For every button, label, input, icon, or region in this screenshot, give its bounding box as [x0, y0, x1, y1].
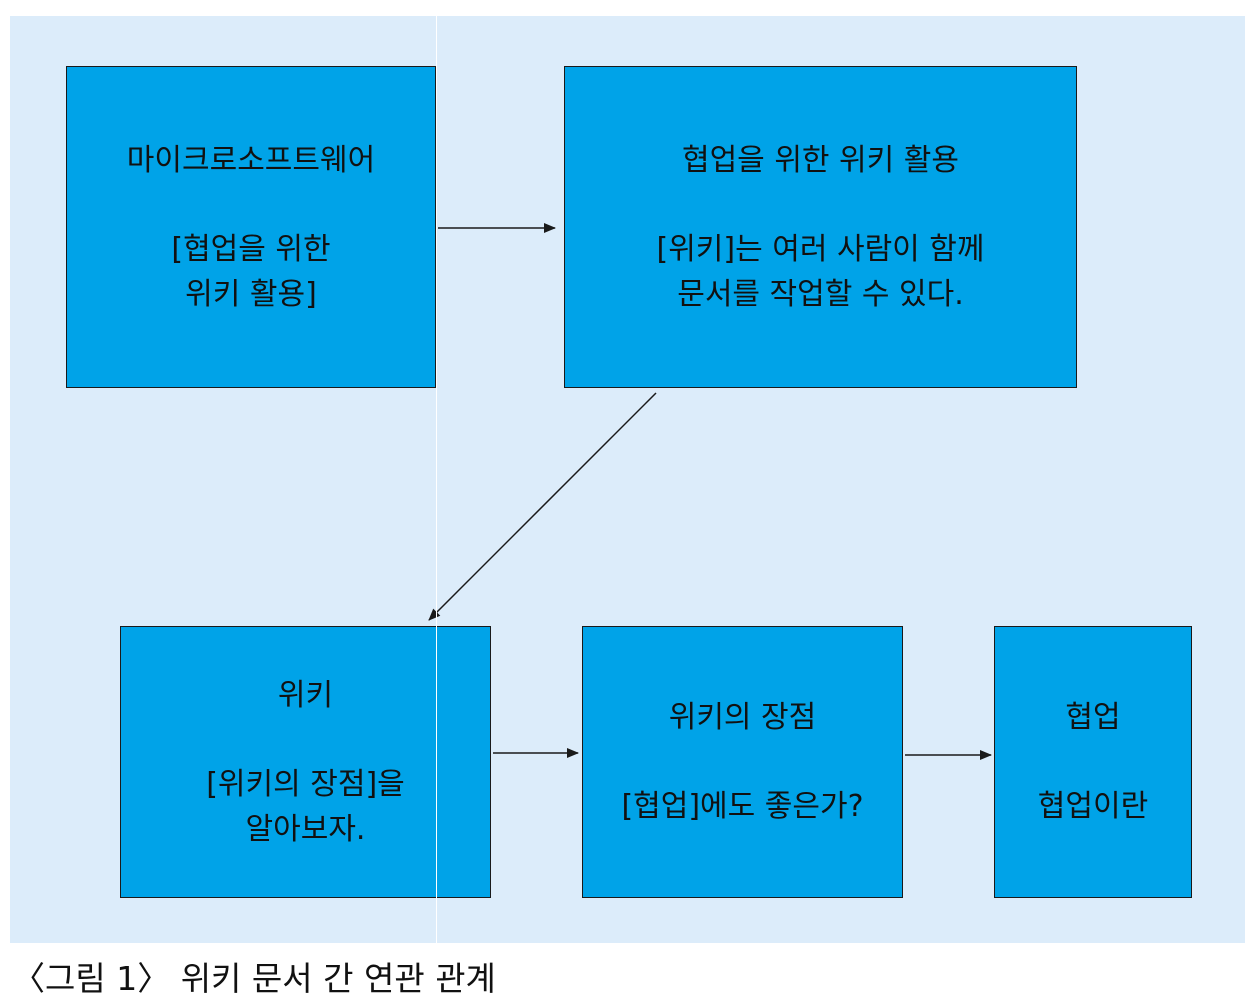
node-collab-wiki: 협업을 위한 위키 활용 [위키]는 여러 사람이 함께 문서를 작업할 수 있… [564, 66, 1077, 388]
node-collab-wiki-desc-line1: [위키]는 여러 사람이 함께 [656, 231, 985, 267]
node-collab-title: 협업 [1065, 700, 1121, 735]
node-wiki-desc-line1: [위키의 장점]을 [206, 766, 405, 802]
node-wiki-merits: 위키의 장점 [협업]에도 좋은가? [582, 626, 903, 898]
node-collab-wiki-desc-line2: 문서를 작업할 수 있다. [677, 276, 964, 312]
node-wiki-title: 위키 [277, 677, 334, 713]
figure-caption: 〈그림 1〉 위키 문서 간 연관 관계 [12, 959, 496, 998]
node-wiki-desc-line2: 알아보자. [245, 811, 366, 847]
node-microsoft-desc-line1: [협업을 위한 [171, 231, 331, 267]
node-collab: 협업 협업이란 [994, 626, 1192, 898]
node-wiki-merits-title: 위키의 장점 [668, 700, 817, 735]
node-microsoft: 마이크로소프트웨어 [협업을 위한 위키 활용] [66, 66, 436, 388]
arrow-collab-wiki-to-wiki [428, 392, 657, 621]
node-wiki: 위키 [위키의 장점]을 알아보자. [120, 626, 491, 898]
node-wiki-merits-desc-line1: [협업]에도 좋은가? [621, 789, 864, 824]
node-collab-desc-line1: 협업이란 [1037, 789, 1149, 824]
node-microsoft-title: 마이크로소프트웨어 [126, 142, 376, 178]
node-microsoft-desc-line2: 위키 활용] [185, 276, 317, 312]
node-collab-wiki-title: 협업을 위한 위키 활용 [681, 142, 959, 178]
